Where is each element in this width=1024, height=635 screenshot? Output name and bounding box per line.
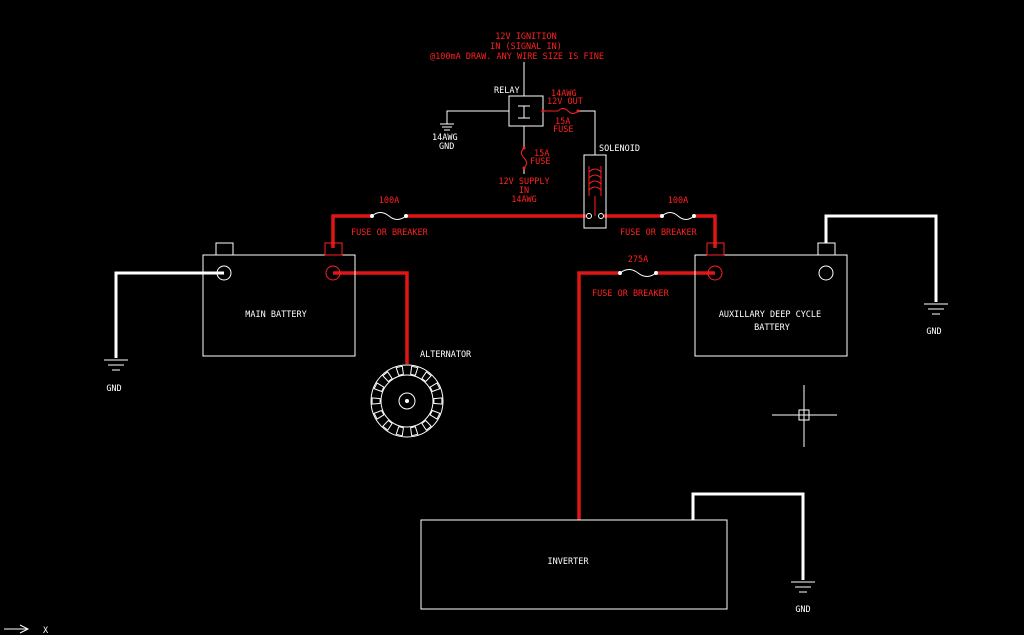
inverter-label: INVERTER [548, 557, 590, 567]
supply-label-1: 12V SUPPLY [498, 177, 549, 187]
aux-battery-label-2: BATTERY [754, 323, 790, 333]
relay-out-fuse-amps: 15A [555, 117, 570, 127]
fuse-100a-left [370, 212, 408, 220]
gnd-left-label: GND [106, 384, 121, 394]
alternator-fin [382, 371, 393, 383]
alternator-fin [373, 409, 385, 420]
supply-label-3: 14AWG [511, 195, 537, 205]
main-battery-label: MAIN BATTERY [245, 310, 306, 320]
left-fuse-amps: 100A [379, 196, 399, 206]
alternator-fin [433, 397, 443, 405]
inverter [420, 519, 728, 610]
right-fuse-label: FUSE OR BREAKER [620, 228, 698, 238]
left-fuse-label: FUSE OR BREAKER [351, 228, 429, 238]
solenoid-label: SOLENOID [599, 144, 640, 154]
right-fuse-amps: 100A [668, 196, 688, 206]
crosshair-cursor[interactable] [772, 385, 837, 447]
main-battery-ground-wire [114, 271, 224, 358]
solenoid [583, 154, 607, 229]
ground-symbol-right [924, 303, 948, 315]
main-positive-bus-wire [331, 214, 372, 248]
supply-label-2: IN [519, 186, 529, 196]
275a-fuse-to-inverter-wire [577, 271, 620, 520]
alternator-fin [373, 382, 385, 393]
alternator-fin [382, 419, 393, 431]
relay-gnd-gauge-label: 14AWG [432, 133, 458, 143]
alternator [370, 364, 444, 438]
alternator-fin [371, 397, 381, 405]
alternator-fin [395, 426, 404, 437]
relay-gnd-label: GND [439, 142, 454, 152]
alternator-fin [421, 419, 432, 431]
ignition-label-3: @100mA DRAW. ANY WIRE SIZE IS FINE [430, 52, 604, 62]
relay [508, 95, 544, 127]
right-fuse-to-aux-battery-wire [694, 214, 717, 248]
inverter-fuse-label: FUSE OR BREAKER [592, 289, 670, 299]
ignition-label-2: IN (SIGNAL IN) [490, 42, 562, 52]
alternator-fin [410, 426, 419, 437]
aux-battery [694, 242, 848, 357]
ground-symbol-left [104, 359, 128, 371]
ucs-icon: X [4, 624, 49, 635]
labels: 12V IGNITION IN (SIGNAL IN) @100mA DRAW.… [106, 32, 941, 615]
relay-out-gauge-label: 14AWG [551, 89, 577, 99]
alternator-fin [429, 382, 441, 393]
relay-control-wiring [440, 62, 596, 174]
supply-fuse-label: FUSE [530, 157, 550, 167]
fuse-100a-right [660, 212, 696, 220]
aux-battery-label-1: AUXILLARY DEEP CYCLE [719, 310, 821, 320]
ignition-label-1: 12V IGNITION [495, 32, 556, 42]
alternator-fin [429, 409, 441, 420]
alternator-fin [395, 365, 404, 376]
inverter-ground-wire [691, 492, 805, 580]
fuse-275a [618, 269, 658, 277]
ground-wires [114, 214, 938, 580]
relay-label: RELAY [494, 86, 520, 96]
supply-fuse-amps: 15A [534, 149, 549, 159]
gnd-right-label: GND [926, 327, 941, 337]
relay-out-fuse-label: FUSE [553, 125, 573, 135]
gnd-inverter-label: GND [795, 605, 810, 615]
main-battery-to-alternator-wire [333, 271, 409, 364]
alternator-fin [410, 365, 419, 376]
main-battery [202, 242, 356, 357]
ground-symbol-inverter [791, 581, 815, 593]
aux-battery-ground-wire [824, 214, 938, 302]
relay-out-label: 12V OUT [547, 97, 583, 107]
positive-wires [331, 214, 717, 520]
inverter-fuse-amps: 275A [628, 255, 648, 265]
ucs-axis-x-label: X [43, 626, 49, 635]
alternator-fin [421, 371, 432, 383]
alternator-label: ALTERNATOR [420, 350, 472, 360]
